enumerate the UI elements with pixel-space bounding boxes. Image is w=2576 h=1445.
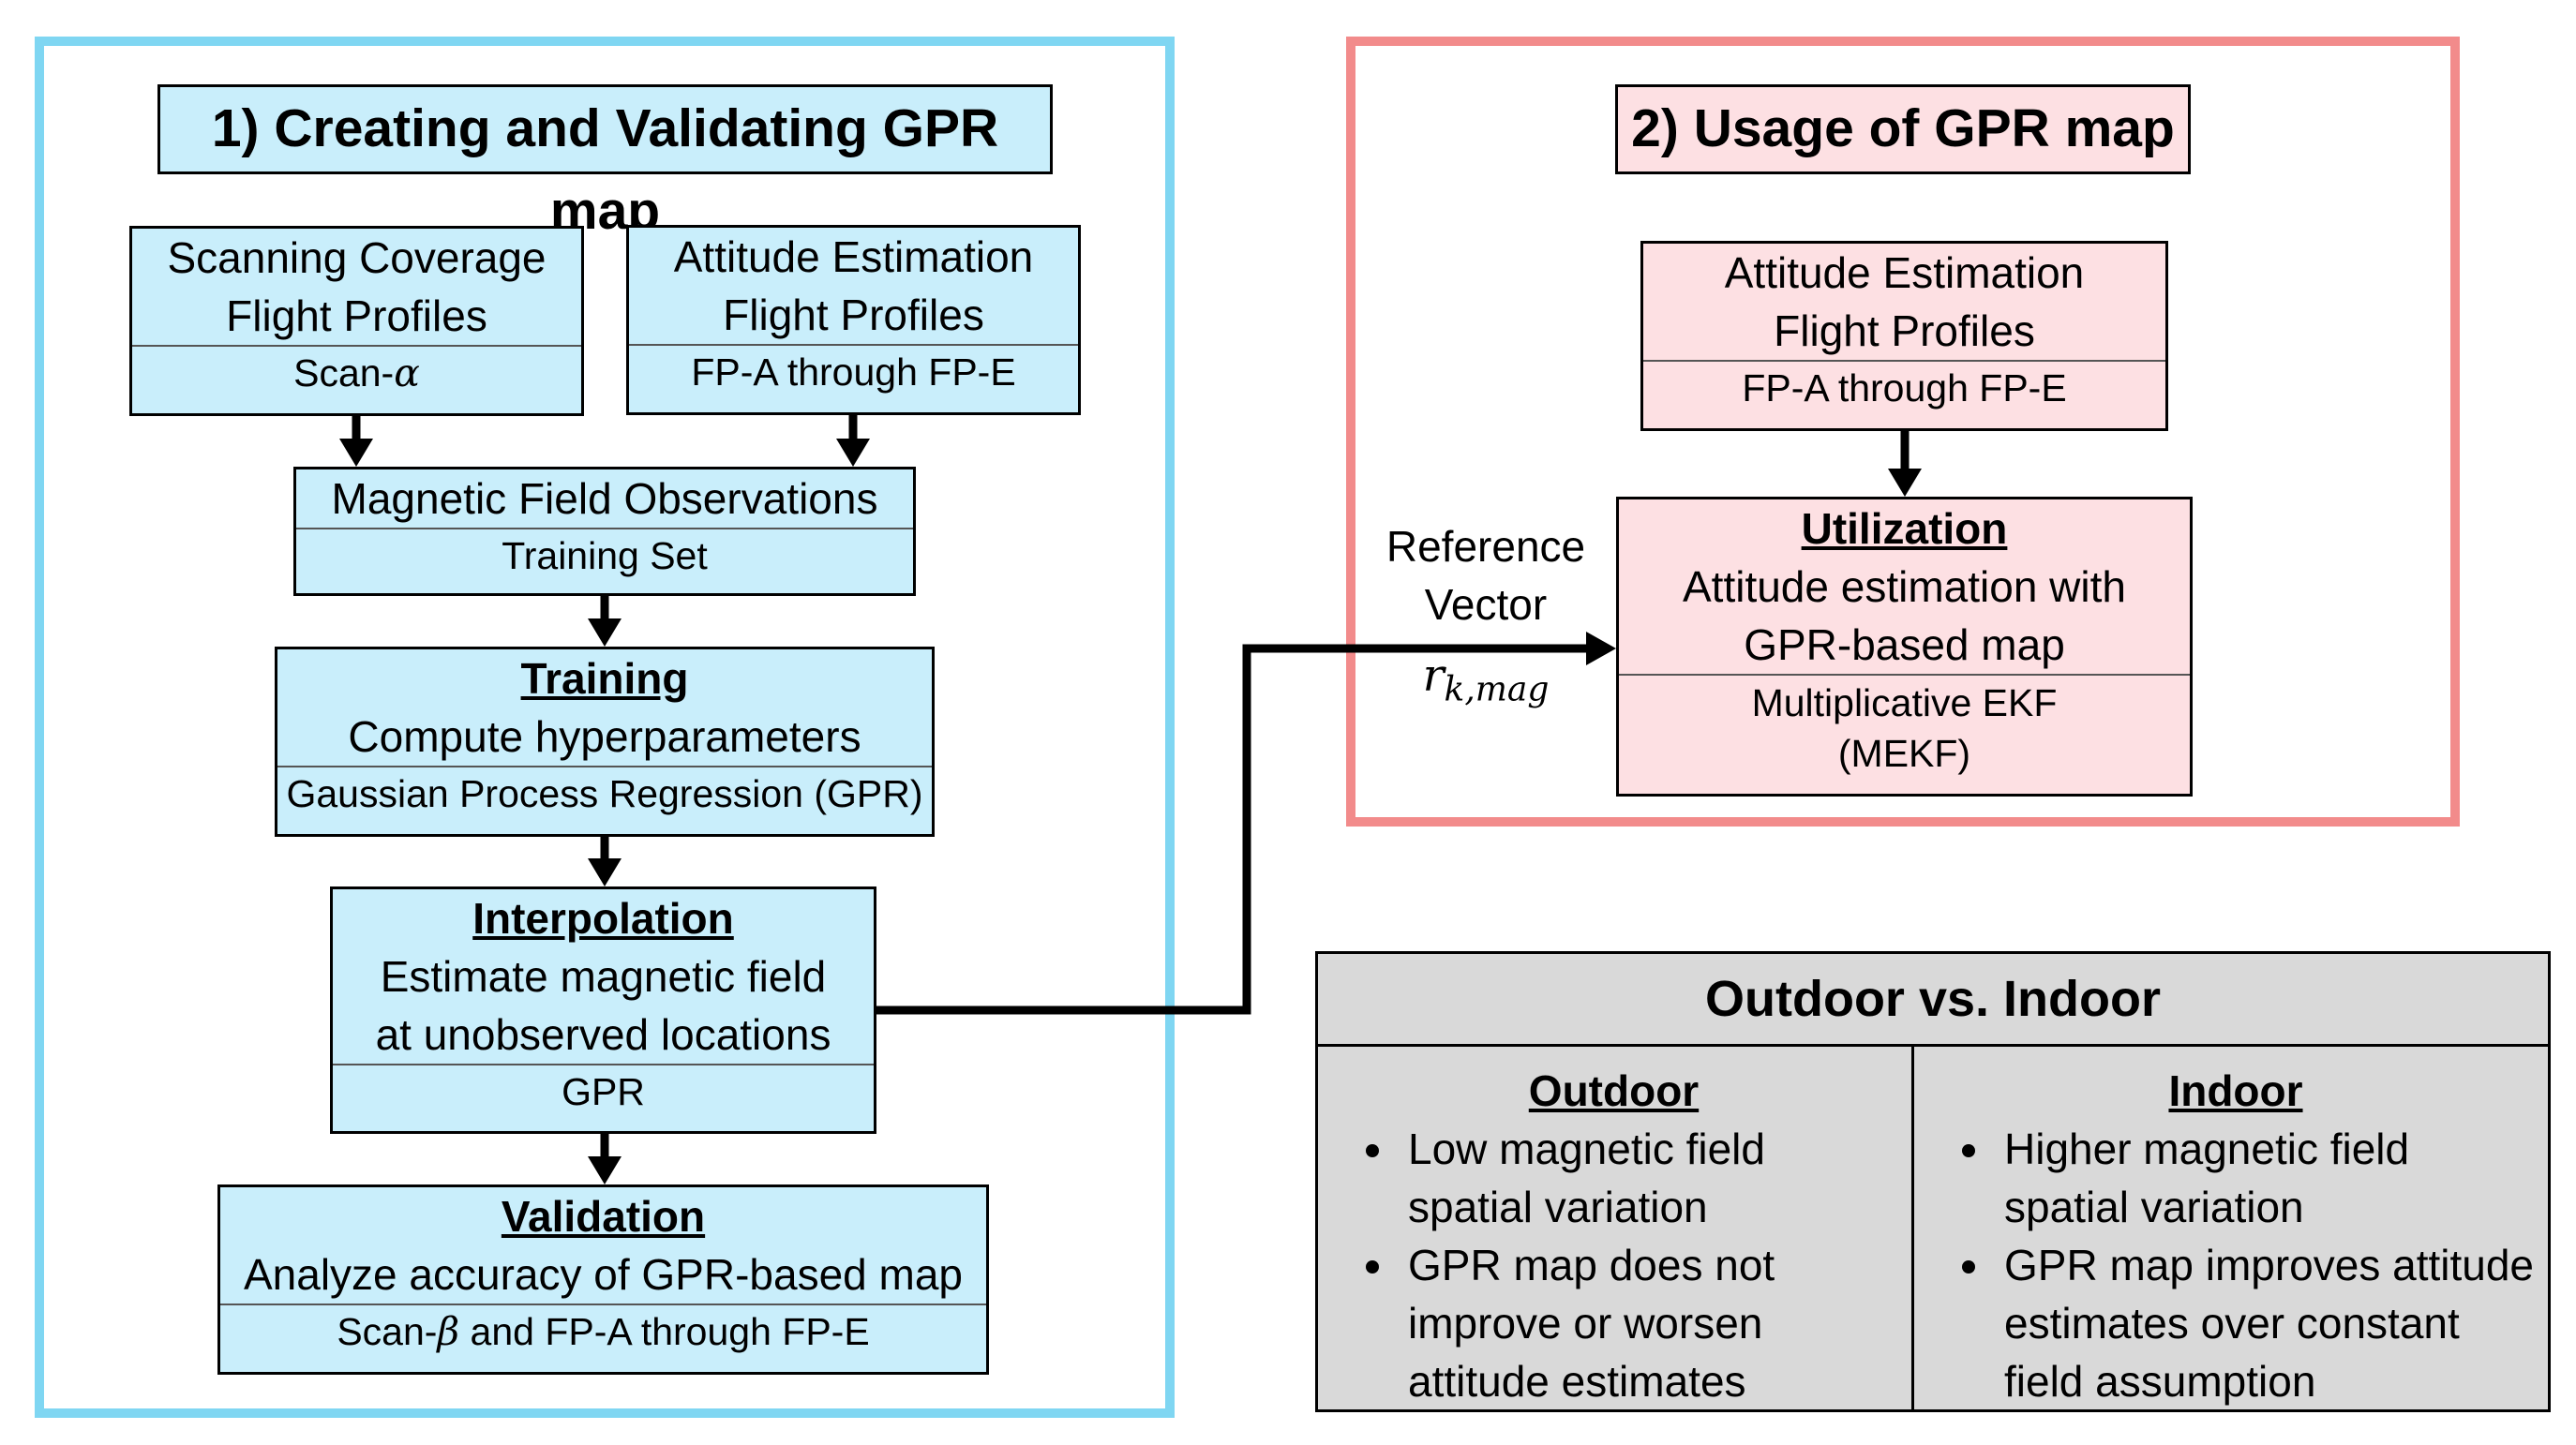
comparison-box: Outdoor vs. Indoor Outdoor Low magnetic … bbox=[1315, 951, 2551, 1412]
arrowhead-3 bbox=[588, 618, 622, 647]
validation-sub-text1: Scan- bbox=[337, 1310, 438, 1353]
utilization-main-line2: GPR-based map bbox=[1744, 620, 2065, 669]
validation-heading: Validation bbox=[501, 1192, 706, 1241]
training-sub: Gaussian Process Regression (GPR) bbox=[277, 766, 932, 820]
arrowhead-6 bbox=[1888, 469, 1922, 497]
section2-title-box: 2) Usage of GPR map bbox=[1615, 84, 2191, 174]
section1-title-box: 1) Creating and Validating GPR map bbox=[157, 84, 1053, 241]
indoor-column: Indoor Higher magnetic field spatial var… bbox=[1914, 1047, 2548, 1409]
section2-title: 2) Usage of GPR map bbox=[1631, 98, 2175, 158]
outdoor-heading: Outdoor bbox=[1528, 1066, 1700, 1115]
magnetic-sub: Training Set bbox=[296, 528, 913, 582]
magnetic-main: Magnetic Field Observations bbox=[331, 474, 878, 523]
utilization-box: Utilization Attitude estimation with GPR… bbox=[1616, 497, 2193, 797]
scanning-main-line1: Scanning Coverage bbox=[167, 233, 547, 282]
interpolation-box: Interpolation Estimate magnetic field at… bbox=[330, 886, 876, 1134]
outdoor-bullet-2: GPR map does not improve or worsen attit… bbox=[1399, 1236, 1889, 1410]
comparison-title: Outdoor vs. Indoor bbox=[1318, 954, 2548, 1047]
attitude2-main-line1: Attitude Estimation bbox=[1724, 248, 2085, 297]
outdoor-bullet-1: Low magnetic field spatial variation bbox=[1399, 1120, 1889, 1236]
arrowhead-2 bbox=[836, 439, 870, 467]
training-box: Training Compute hyperparameters Gaussia… bbox=[275, 647, 935, 837]
section1-panel bbox=[35, 37, 1175, 1418]
section2-panel bbox=[1346, 37, 2460, 827]
utilization-sub-line2: (MEKF) bbox=[1837, 732, 1971, 775]
reference-symbol: rk,mag bbox=[1359, 647, 1612, 720]
scanning-sub: Scan-α bbox=[132, 345, 581, 399]
validation-box: Validation Analyze accuracy of GPR-based… bbox=[217, 1184, 989, 1375]
attitude1-sub: FP-A through FP-E bbox=[629, 344, 1078, 398]
magnetic-observations-box: Magnetic Field Observations Training Set bbox=[293, 467, 916, 596]
utilization-sub-line1: Multiplicative EKF bbox=[1751, 681, 2058, 724]
indoor-bullet-2: GPR map improves attitude estimates over… bbox=[1995, 1236, 2537, 1410]
outdoor-column: Outdoor Low magnetic field spatial varia… bbox=[1318, 1047, 1914, 1409]
training-heading: Training bbox=[520, 654, 689, 703]
alpha-symbol: α bbox=[394, 350, 420, 395]
attitude1-main-line2: Flight Profiles bbox=[723, 290, 984, 339]
indoor-bullet-1: Higher magnetic field spatial variation bbox=[1995, 1120, 2537, 1236]
validation-sub: Scan-β and FP-A through FP-E bbox=[220, 1303, 986, 1358]
attitude-profiles-box-1: Attitude Estimation Flight Profiles FP-A… bbox=[626, 225, 1081, 415]
interpolation-main-line1: Estimate magnetic field bbox=[380, 952, 827, 1001]
arrow-interpolation-to-utilization bbox=[876, 644, 1588, 1015]
indoor-list: Higher magnetic field spatial variation … bbox=[1935, 1120, 2537, 1410]
attitude2-main-line2: Flight Profiles bbox=[1774, 306, 2035, 355]
arrowhead-4 bbox=[588, 858, 622, 886]
reference-symbol-sub: k,mag bbox=[1444, 670, 1550, 709]
attitude2-sub: FP-A through FP-E bbox=[1643, 360, 2165, 414]
interpolation-main-line2: at unobserved locations bbox=[375, 1010, 831, 1059]
interpolation-sub: GPR bbox=[333, 1064, 874, 1118]
scanning-main-line2: Flight Profiles bbox=[226, 291, 487, 340]
utilization-heading: Utilization bbox=[1801, 504, 2008, 553]
arrowhead-7 bbox=[1586, 632, 1616, 665]
reference-line1: Reference bbox=[1385, 522, 1586, 571]
interpolation-heading: Interpolation bbox=[472, 894, 734, 943]
arrowhead-5 bbox=[588, 1156, 622, 1184]
attitude-profiles-box-2: Attitude Estimation Flight Profiles FP-A… bbox=[1640, 241, 2168, 431]
scanning-coverage-box: Scanning Coverage Flight Profiles Scan-α bbox=[129, 226, 584, 416]
reference-vector-label: Reference Vector rk,mag bbox=[1359, 517, 1612, 720]
scanning-sub-text: Scan- bbox=[293, 351, 395, 395]
validation-main: Analyze accuracy of GPR-based map bbox=[243, 1250, 964, 1299]
training-main: Compute hyperparameters bbox=[348, 712, 861, 761]
utilization-main-line1: Attitude estimation with bbox=[1682, 562, 2126, 611]
arrowhead-1 bbox=[339, 439, 373, 467]
outdoor-list: Low magnetic field spatial variation GPR… bbox=[1339, 1120, 1889, 1410]
reference-symbol-base: r bbox=[1422, 649, 1445, 702]
validation-sub-text2: and FP-A through FP-E bbox=[459, 1310, 870, 1353]
section1-title: 1) Creating and Validating GPR map bbox=[211, 98, 999, 241]
attitude1-main-line1: Attitude Estimation bbox=[673, 232, 1034, 281]
reference-line2: Vector bbox=[1424, 580, 1548, 629]
indoor-heading: Indoor bbox=[2168, 1066, 2303, 1115]
utilization-sub: Multiplicative EKF (MEKF) bbox=[1619, 674, 2190, 779]
beta-symbol: β bbox=[437, 1309, 460, 1354]
